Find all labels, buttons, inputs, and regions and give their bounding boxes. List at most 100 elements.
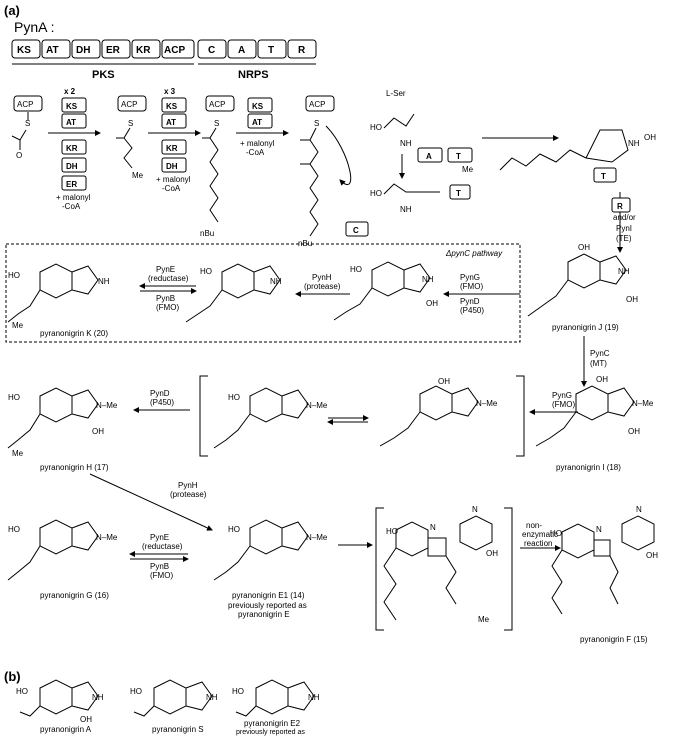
- svg-text:(protease): (protease): [304, 282, 341, 291]
- svg-text:S: S: [25, 119, 30, 128]
- svg-text:N: N: [430, 523, 436, 532]
- svg-text:(reductase): (reductase): [148, 274, 189, 283]
- svg-text:NH: NH: [618, 267, 630, 276]
- module-c: C: [208, 45, 215, 56]
- svg-text:PynC: PynC: [590, 349, 610, 358]
- step1-enzymes: x 2 KS AT KR DH ER + malonyl -CoA: [48, 87, 101, 211]
- svg-text:HO: HO: [228, 525, 240, 534]
- enzyme-pynh-top: PynH (protease): [295, 273, 350, 297]
- label-pyranonigrin-g: pyranonigrin G (16): [40, 591, 109, 600]
- svg-text:ER: ER: [66, 180, 77, 189]
- svg-text:KS: KS: [66, 102, 78, 111]
- svg-text:NH: NH: [422, 275, 434, 284]
- svg-text:(P450): (P450): [460, 306, 484, 315]
- compound-f: HO N N OH pyranonigrin F (15): [550, 505, 658, 644]
- svg-text:PynH: PynH: [312, 273, 332, 282]
- svg-text:OH: OH: [92, 427, 104, 436]
- svg-text:NH: NH: [206, 693, 218, 702]
- svg-text:OH: OH: [626, 295, 638, 304]
- module-r: R: [298, 45, 306, 56]
- module-acp: ACP: [164, 45, 185, 56]
- svg-text:nBu: nBu: [200, 229, 214, 238]
- svg-text:N–Me: N–Me: [632, 399, 654, 408]
- epoxide-intermediates: HO N–Me OH N–Me: [213, 377, 498, 449]
- acetyl-acp: ACP S O: [11, 95, 43, 160]
- compound-a: HO NH OH pyranonigrin A: [16, 679, 104, 734]
- svg-text:-CoA: -CoA: [162, 184, 181, 193]
- svg-text:AT: AT: [66, 118, 76, 127]
- svg-text:(TE): (TE): [616, 234, 632, 243]
- nrps-label: NRPS: [238, 69, 269, 81]
- label-pyranonigrin-f: pyranonigrin F (15): [580, 635, 648, 644]
- svg-text:HO: HO: [350, 265, 362, 274]
- svg-text:OH: OH: [80, 715, 92, 724]
- svg-text:ACP: ACP: [17, 100, 33, 109]
- enzyme-pyne-pynb-row4: PynE (reductase) PynB (FMO): [129, 533, 189, 580]
- compound-k-precursor-2: HO NH OH: [333, 261, 438, 321]
- compound-i: OH N–Me OH pyranonigrin I (18): [535, 375, 654, 472]
- svg-text:HO: HO: [370, 123, 382, 132]
- svg-text:S: S: [314, 119, 319, 128]
- label-pyranonigrin-s: pyranonigrin S: [152, 725, 204, 734]
- enzyme-pyng-row3: PynG (FMO): [529, 391, 578, 415]
- dimer-intermediate: HO N N OH Me: [383, 505, 498, 624]
- svg-text:N–Me: N–Me: [476, 399, 498, 408]
- svg-text:+ malonyl: + malonyl: [240, 139, 275, 148]
- svg-text:OH: OH: [596, 375, 608, 384]
- svg-text:PynD: PynD: [150, 389, 170, 398]
- svg-text:PynB: PynB: [156, 294, 175, 303]
- svg-text:AT: AT: [166, 118, 176, 127]
- svg-text:non-: non-: [526, 521, 542, 530]
- svg-text:C: C: [353, 226, 359, 235]
- svg-text:(protease): (protease): [170, 490, 207, 499]
- svg-text:OH: OH: [578, 243, 590, 252]
- svg-text:Me: Me: [132, 171, 144, 180]
- svg-text:KR: KR: [66, 144, 78, 153]
- step2-enzymes: x 3 KS AT KR DH + malonyl -CoA: [148, 87, 201, 193]
- intermediate-2: ACP S Me: [116, 95, 147, 180]
- svg-text:N–Me: N–Me: [96, 533, 118, 542]
- svg-text:NH: NH: [628, 139, 640, 148]
- svg-text:(FMO): (FMO): [460, 282, 483, 291]
- svg-text:N–Me: N–Me: [306, 533, 328, 542]
- svg-text:KS: KS: [166, 102, 178, 111]
- enzyme-pyne-pynb-top: PynE (reductase) PynB (FMO): [139, 265, 197, 312]
- module-ks: KS: [17, 45, 31, 56]
- svg-text:HO: HO: [550, 529, 562, 538]
- svg-text:x 3: x 3: [164, 87, 176, 96]
- panel-b-label: (b): [4, 669, 21, 684]
- step3-enzymes: KS AT + malonyl -CoA: [236, 97, 289, 157]
- svg-text:+ malonyl: + malonyl: [56, 193, 91, 202]
- svg-text:-CoA: -CoA: [62, 202, 81, 211]
- svg-text:S: S: [128, 119, 133, 128]
- svg-text:NH: NH: [400, 139, 412, 148]
- svg-text:HO: HO: [370, 189, 382, 198]
- svg-text:DH: DH: [66, 162, 78, 171]
- svg-text:PynI: PynI: [616, 224, 632, 233]
- svg-text:Me: Me: [478, 615, 490, 624]
- svg-text:HO: HO: [16, 687, 28, 696]
- module-a: A: [238, 45, 245, 56]
- svg-text:pyranonigrin E: pyranonigrin E: [238, 610, 290, 619]
- module-at: AT: [46, 45, 59, 56]
- svg-text:(FMO): (FMO): [552, 400, 575, 409]
- svg-text:HO: HO: [232, 687, 244, 696]
- svg-text:Me: Me: [462, 165, 474, 174]
- pyna-label: PynA :: [14, 19, 54, 35]
- label-pyranonigrin-k: pyranonigrin K (20): [40, 329, 108, 338]
- svg-text:NH: NH: [98, 277, 110, 286]
- svg-text:R: R: [617, 202, 623, 211]
- svg-text:O: O: [16, 151, 22, 160]
- label-pyranonigrin-a: pyranonigrin A: [40, 725, 92, 734]
- enzyme-pynd-row3: PynD (P450): [133, 389, 190, 413]
- svg-text:reaction: reaction: [524, 539, 552, 548]
- svg-text:and/or: and/or: [613, 213, 636, 222]
- svg-text:T: T: [456, 189, 461, 198]
- pks-label: PKS: [92, 69, 115, 81]
- label-pyranonigrin-e2: pyranonigrin E2: [244, 719, 301, 728]
- svg-text:N: N: [472, 505, 478, 514]
- svg-text:HO: HO: [228, 393, 240, 402]
- svg-text:PynG: PynG: [460, 273, 480, 282]
- compound-e2: HO NH pyranonigrin E2 previously reporte…: [232, 679, 320, 736]
